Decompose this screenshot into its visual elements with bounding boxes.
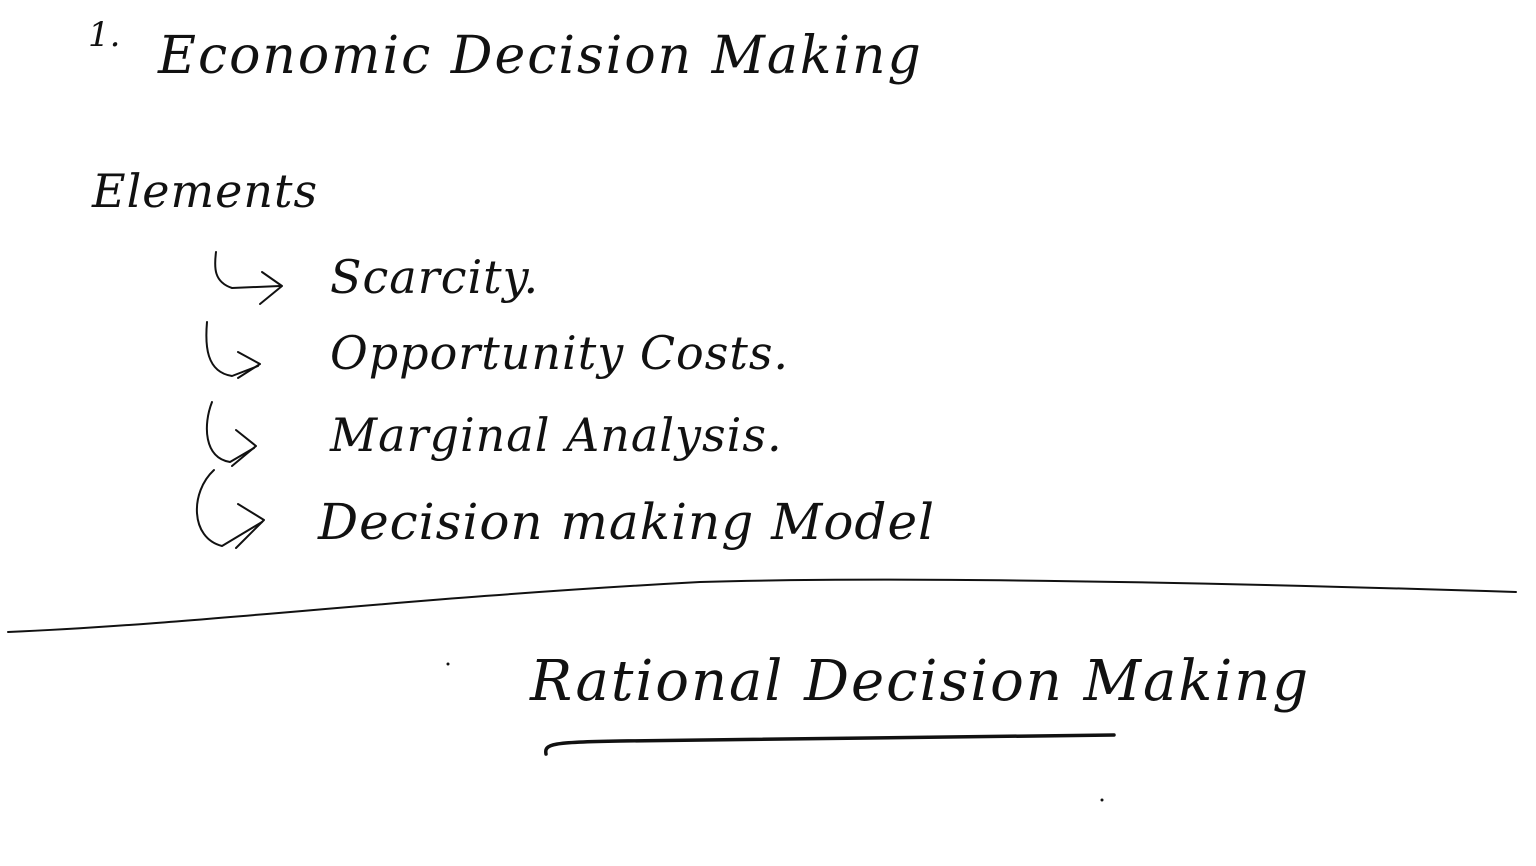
stray-dot — [446, 662, 450, 666]
list-item-decision-making-model: Decision making Model — [318, 493, 936, 551]
elements-heading: Elements — [92, 164, 319, 218]
stray-dot — [1100, 798, 1104, 802]
list-item-scarcity: Scarcity. — [330, 250, 540, 304]
list-item-opportunity-costs: Opportunity Costs. — [330, 326, 790, 380]
list-item-marginal-analysis: Marginal Analysis. — [330, 408, 783, 462]
hooked-arrow-icon — [205, 321, 261, 379]
section-divider — [7, 578, 1517, 633]
hooked-arrow-icon — [195, 469, 265, 549]
hooked-arrow-icon — [205, 401, 257, 467]
section-title-underline — [544, 733, 1116, 756]
hooked-arrow-icon — [214, 251, 283, 305]
note-number: 1. — [88, 15, 121, 55]
page-title: Economic Decision Making — [158, 26, 923, 86]
section-title: Rational Decision Making — [530, 649, 1311, 714]
